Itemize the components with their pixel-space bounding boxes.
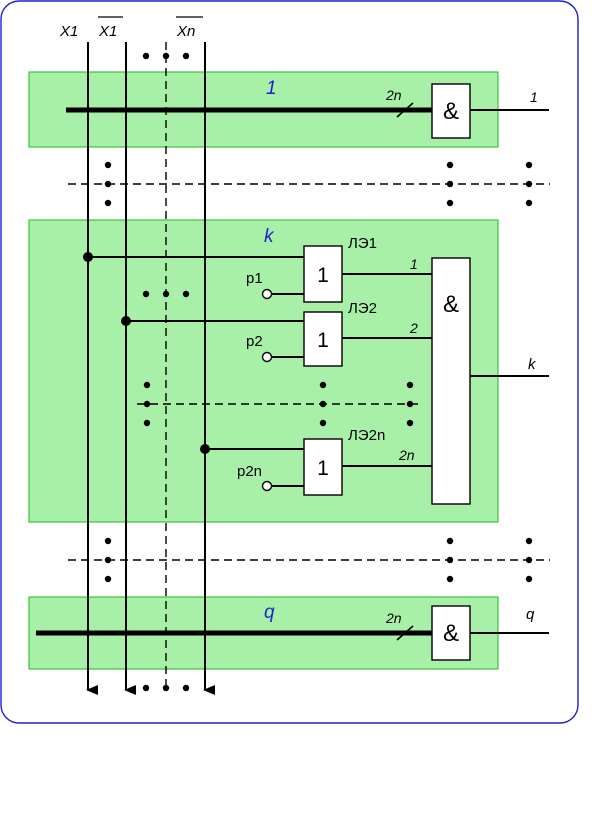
le2n-param: p2n [237,463,262,480]
separator-upper-dots [104,161,533,207]
input-x1-label: X1 [59,23,78,40]
row-k-and-symbol: & [443,291,459,318]
le2-gate [303,311,343,367]
le2n-symbol: 1 [317,457,329,480]
rowk-ellipsis-top [142,290,190,298]
row-1-bus-width: 2n [385,87,402,103]
le2-param-terminal [261,351,273,363]
row-q-and-symbol: & [443,620,459,647]
row-q-label: q [264,602,275,623]
le1-param: p1 [246,270,263,287]
row-1-and-symbol: & [443,98,459,125]
separator-lower-dots [104,537,533,583]
row-1-bus-slash [396,102,414,118]
le1-name: ЛЭ1 [348,235,377,252]
le1-symbol: 1 [317,264,329,287]
le2-name: ЛЭ2 [348,300,377,317]
le1-gate [303,245,343,303]
input-xn-bar-label: Xn [176,23,195,40]
rowk-inner-dots [143,381,414,427]
row-q-bus-slash [396,625,414,641]
le2-out-index: 2 [409,320,418,336]
row-k-output-label: k [528,356,537,373]
row-1-label: 1 [266,78,277,99]
row-k-label: k [264,226,275,247]
row-k-and-gate [431,257,471,505]
le2n-out-index: 2n [398,447,415,463]
le2n-name: ЛЭ2n [348,427,385,444]
row-k-band [28,219,499,523]
bottom-ellipsis [142,684,190,692]
input-x1-bar-label: X1 [98,23,117,40]
row-q-and-gate [431,605,471,661]
le2-symbol: 1 [317,329,329,352]
le2n-param-terminal [261,480,273,492]
le1-param-terminal [261,288,273,300]
row-1-and-gate [431,83,471,139]
row-1-output-label: 1 [530,89,538,105]
row-q-bus-width: 2n [385,610,402,626]
le1-out-index: 1 [410,256,418,272]
row-q-output-label: q [526,606,535,623]
le2-param: p2 [246,333,263,350]
